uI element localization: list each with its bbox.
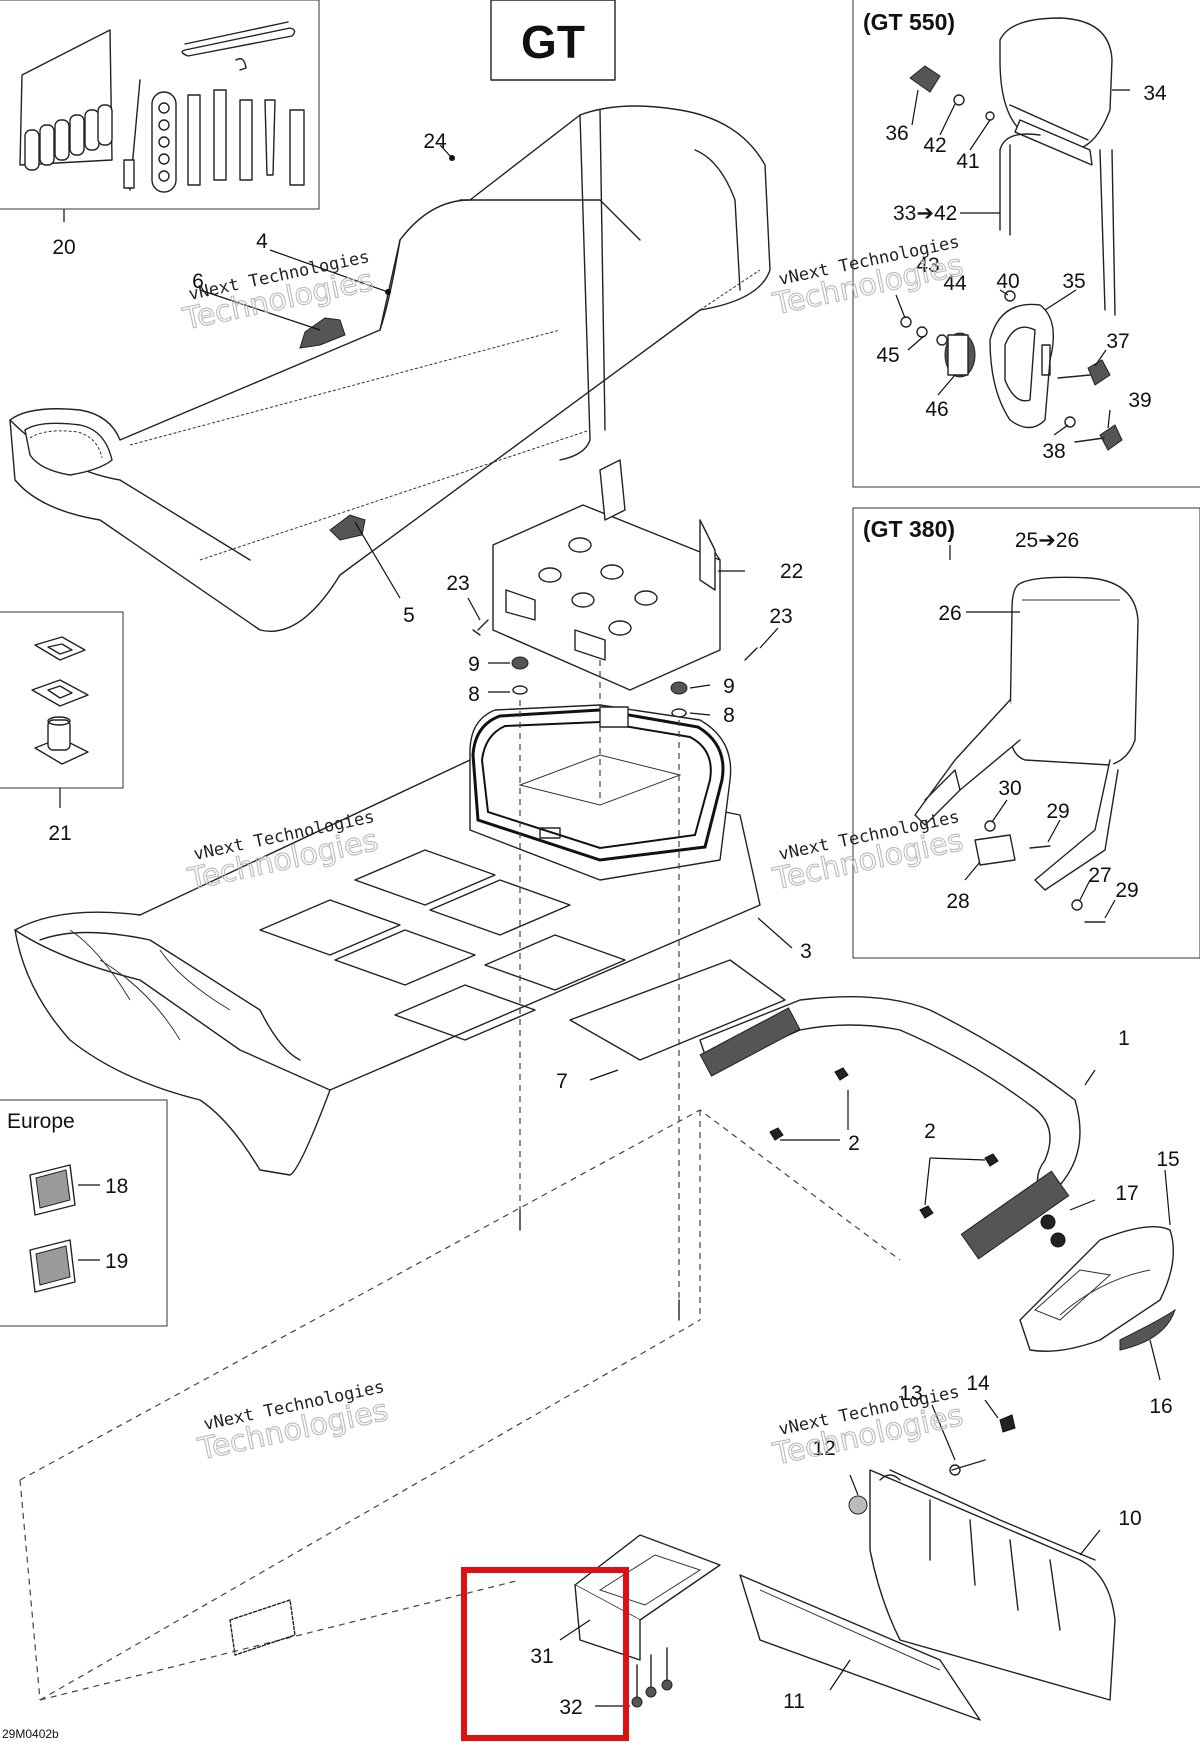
rear-rack: 12 13 14 10 11 [739, 1372, 1142, 1721]
callout-41: 41 [956, 150, 979, 173]
callout-39: 39 [1128, 389, 1151, 412]
callout-2a: 2 [848, 1132, 860, 1155]
gt380-inset: (GT 380) 25➔26 26 30 29 27 29 28 [852, 507, 1200, 959]
callout-9a: 9 [468, 653, 480, 676]
callout-30: 30 [998, 777, 1021, 800]
callout-15: 15 [1156, 1148, 1179, 1171]
callout-22: 22 [780, 560, 803, 583]
callout-34: 34 [1143, 82, 1167, 105]
callout-24: 24 [423, 130, 447, 153]
callout-36: 36 [885, 122, 908, 145]
seat-assembly: 24 4 6 5 [9, 105, 771, 632]
highlighted-part-31-32: 31 32 [461, 1534, 721, 1741]
callout-12: 12 [812, 1437, 835, 1460]
callout-45: 45 [876, 344, 899, 367]
base-tray: 3 7 [14, 660, 812, 1321]
callout-31: 31 [530, 1645, 553, 1668]
grab-handle: 1 2 2 [699, 995, 1130, 1260]
callout-19: 19 [105, 1250, 128, 1273]
callout-37: 37 [1106, 330, 1129, 353]
callout-8a: 8 [468, 683, 480, 706]
callout-4: 4 [256, 230, 268, 253]
callout-40: 40 [996, 270, 1019, 293]
europe-label: Europe [7, 1110, 75, 1133]
callout-21: 21 [48, 822, 71, 845]
callout-32: 32 [559, 1696, 582, 1719]
tunnel-outline: 29M0402b [2, 1109, 901, 1741]
part-21-inset: 21 [0, 611, 124, 845]
callout-23b: 23 [769, 605, 792, 628]
callout-44: 44 [943, 272, 967, 295]
title-box: GT [490, 0, 616, 81]
side-deflector: 17 15 16 [1019, 1148, 1180, 1418]
callout-26: 26 [938, 602, 961, 625]
callout-6: 6 [192, 270, 204, 293]
callout-38: 38 [1042, 440, 1065, 463]
callout-8b: 8 [723, 704, 735, 727]
callout-46: 46 [925, 398, 948, 421]
storage-bin: 22 23 23 9 8 9 8 [446, 459, 803, 727]
callout-10: 10 [1118, 1507, 1141, 1530]
callout-11: 11 [783, 1690, 805, 1713]
callout-17: 17 [1115, 1182, 1138, 1205]
gt550-label: (GT 550) [863, 9, 955, 35]
callout-16: 16 [1149, 1395, 1172, 1418]
callout-18: 18 [105, 1175, 128, 1198]
callout-1: 1 [1118, 1027, 1130, 1050]
callout-25-26: 25➔26 [1015, 529, 1079, 552]
callout-33-42: 33➔42 [893, 202, 957, 225]
callout-9b: 9 [723, 675, 735, 698]
gt550-inset: (GT 550) [852, 0, 1200, 488]
drawing-code: 29M0402b [2, 1727, 59, 1741]
callout-29b: 29 [1115, 879, 1138, 902]
callout-42: 42 [923, 134, 946, 157]
highlight-box [461, 1567, 629, 1741]
callout-29a: 29 [1046, 800, 1069, 823]
tool-kit-inset: 20 [0, 0, 320, 259]
callout-14: 14 [966, 1372, 990, 1395]
callout-13: 13 [899, 1382, 922, 1405]
callout-20: 20 [52, 236, 75, 259]
callout-43: 43 [916, 254, 939, 277]
diagram-title: GT [521, 16, 585, 68]
callout-2b: 2 [924, 1120, 936, 1143]
callout-7: 7 [556, 1070, 568, 1093]
callout-35: 35 [1062, 270, 1085, 293]
callout-27: 27 [1088, 864, 1111, 887]
callout-3: 3 [800, 940, 812, 963]
callout-28: 28 [946, 890, 969, 913]
callout-5: 5 [403, 604, 415, 627]
europe-inset: Europe 18 19 [0, 1099, 168, 1327]
gt380-label: (GT 380) [863, 516, 955, 542]
callout-23a: 23 [446, 572, 469, 595]
